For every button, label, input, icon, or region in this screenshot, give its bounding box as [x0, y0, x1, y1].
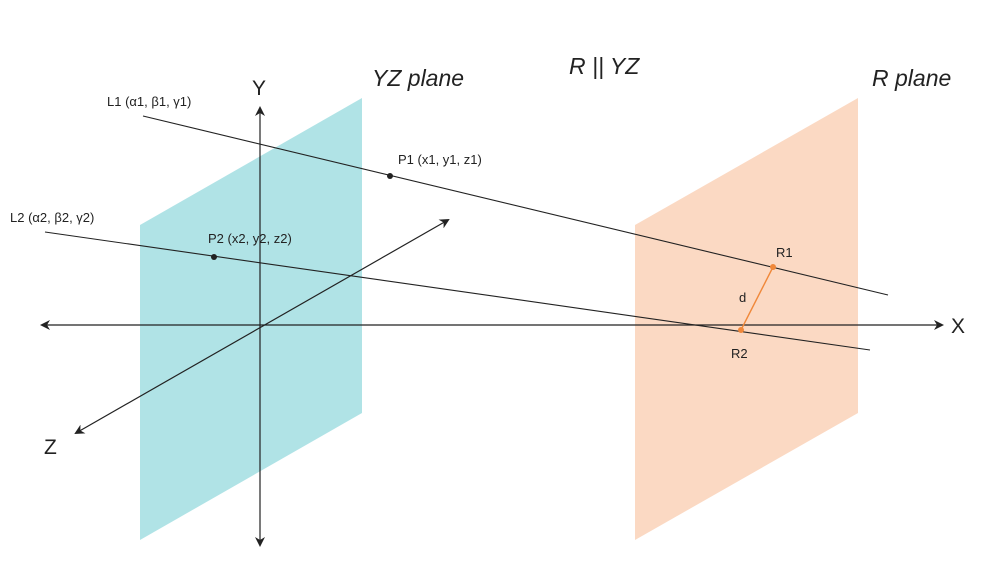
z-axis-label: Z: [44, 436, 57, 459]
condition-title: R || YZ: [569, 53, 640, 79]
point-r1-label: R1: [776, 245, 793, 260]
z-axis: [74, 219, 450, 434]
r-plane-title: R plane: [872, 65, 951, 91]
point-r1: [770, 264, 776, 270]
line-l2-label: L2 (α2, β2, γ2): [10, 210, 94, 225]
line-l2: [44, 231, 871, 351]
yz-plane-title: YZ plane: [372, 65, 464, 91]
line-l1-label: L1 (α1, β1, γ1): [107, 94, 191, 109]
x-axis-label: X: [951, 315, 965, 338]
yz-plane: [140, 98, 362, 540]
point-p1: [387, 173, 393, 179]
distance-label: d: [739, 290, 746, 305]
point-r2: [738, 327, 744, 333]
line-l1: [142, 115, 889, 296]
point-p1-label: P1 (x1, y1, z1): [398, 152, 482, 167]
distance-segment: [740, 266, 774, 331]
point-r2-label: R2: [731, 346, 748, 361]
y-axis-label: Y: [252, 77, 266, 100]
point-p2-label: P2 (x2, y2, z2): [208, 231, 292, 246]
point-p2: [211, 254, 217, 260]
